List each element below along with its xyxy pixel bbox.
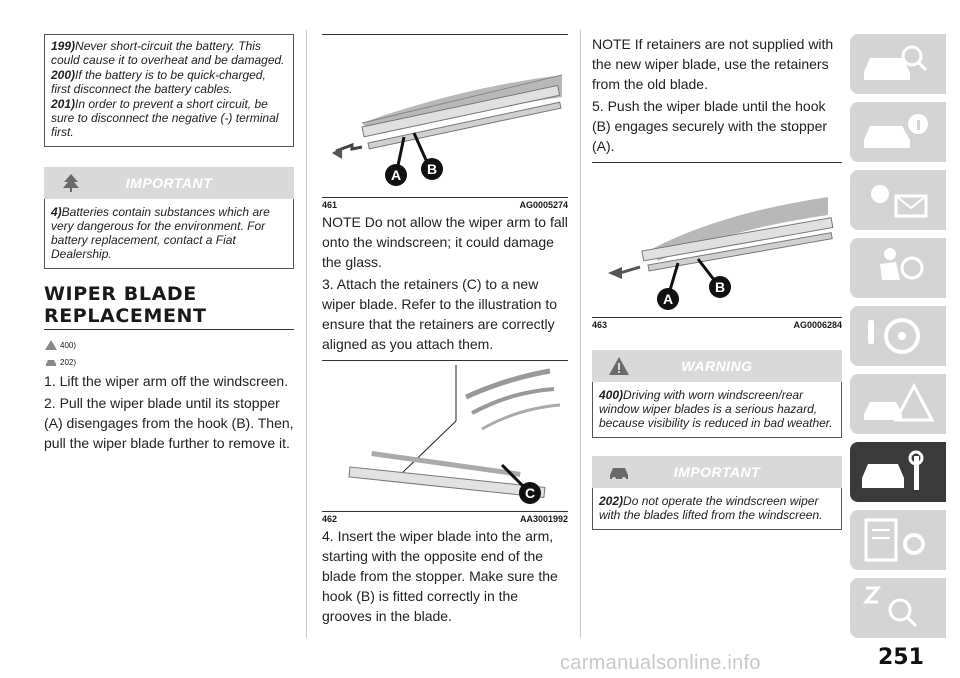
column-left: 199)Never short-circuit the battery. Thi… <box>44 34 294 455</box>
important-banner: IMPORTANT <box>44 167 294 199</box>
column-divider <box>580 30 581 638</box>
important-note-box: 4)Batteries contain substances which are… <box>44 199 294 269</box>
important-title: IMPORTANT <box>125 175 213 191</box>
warning-ref: 400) <box>44 338 294 352</box>
tab-safety[interactable] <box>850 238 946 298</box>
tab-knowing-car[interactable] <box>850 34 946 94</box>
note-item: 200)If the battery is to be quick-charge… <box>51 68 266 96</box>
steps-text: 1. Lift the wiper arm off the windscreen… <box>44 371 294 453</box>
step-5: 5. Push the wiper blade until the hook (… <box>592 98 828 154</box>
warning-title: WARNING <box>681 358 753 374</box>
column-divider <box>306 30 307 638</box>
figure-462: C <box>322 360 568 512</box>
retainer-illustration: C <box>348 365 561 504</box>
tab-technical-data[interactable] <box>850 510 946 570</box>
figure-461: A B <box>322 34 568 198</box>
index-magnifier-icon <box>862 586 918 628</box>
right-text: NOTE If retainers are not supplied with … <box>592 34 842 156</box>
important-banner: IMPORTANT <box>592 456 842 488</box>
wiper-blade-illustration: A B <box>332 74 563 186</box>
car-icon <box>610 468 628 481</box>
tab-starting-driving[interactable] <box>850 306 946 366</box>
car-search-icon <box>864 45 928 80</box>
tab-index[interactable] <box>850 578 946 638</box>
step-1: 1. Lift the wiper arm off the windscreen… <box>44 373 289 389</box>
figure-463: A B <box>592 162 842 318</box>
wiper-hook-illustration: A B <box>608 197 834 310</box>
warning-banner: WARNING <box>592 350 842 382</box>
tab-lights-messages[interactable] <box>850 170 946 230</box>
note-item: 202)Do not operate the windscreen wiper … <box>599 494 823 522</box>
label-b: B <box>427 161 437 177</box>
tab-maintenance[interactable] <box>850 442 946 502</box>
step-3: 3. Attach the retainers (C) to a new wip… <box>322 276 558 352</box>
environment-tree-icon <box>63 174 79 192</box>
tab-info[interactable] <box>850 102 946 162</box>
watermark: carmanualsonline.info <box>560 652 761 674</box>
note-item: 199)Never short-circuit the battery. Thi… <box>51 39 285 67</box>
car-icon <box>46 360 56 366</box>
car-info-icon <box>864 114 928 148</box>
notes-box: 199)Never short-circuit the battery. Thi… <box>44 34 294 147</box>
warning-note-box: 400)Driving with worn windscreen/rear wi… <box>592 382 842 438</box>
note-item: 4)Batteries contain substances which are… <box>51 205 270 261</box>
column-right: NOTE If retainers are not supplied with … <box>592 34 842 530</box>
step-4: 4. Insert the wiper blade into the arm, … <box>322 528 558 624</box>
note-paragraph: NOTE If retainers are not supplied with … <box>592 36 834 92</box>
middle-text: NOTE Do not allow the wiper arm to fall … <box>322 212 568 354</box>
step-2: 2. Pull the wiper blade until its stoppe… <box>44 395 294 451</box>
warning-triangle-icon <box>45 340 57 350</box>
important-ref: 202) <box>44 355 294 369</box>
airbag-seat-icon <box>880 248 924 280</box>
label-a: A <box>391 167 401 183</box>
emergency-triangle-icon <box>864 382 935 422</box>
note-item: 400)Driving with worn windscreen/rear wi… <box>599 388 833 430</box>
warning-light-message-icon <box>871 185 928 218</box>
section-title: WIPER BLADE REPLACEMENT <box>44 283 294 330</box>
steering-wheel-icon <box>868 318 920 354</box>
label-c: C <box>525 485 535 501</box>
page-number: 251 <box>878 645 924 670</box>
important-note-box: 202)Do not operate the windscreen wiper … <box>592 488 842 530</box>
label-b: B <box>715 279 725 295</box>
label-a: A <box>663 291 673 307</box>
note-item: 201)In order to prevent a short circuit,… <box>51 97 279 139</box>
car-wrench-icon <box>862 450 924 490</box>
note-paragraph: NOTE Do not allow the wiper arm to fall … <box>322 214 568 270</box>
important-title: IMPORTANT <box>673 464 761 480</box>
warning-triangle-icon <box>609 357 629 375</box>
document-gear-icon <box>864 518 925 562</box>
tab-emergency[interactable] <box>850 374 946 434</box>
middle-text-2: 4. Insert the wiper blade into the arm, … <box>322 526 568 626</box>
